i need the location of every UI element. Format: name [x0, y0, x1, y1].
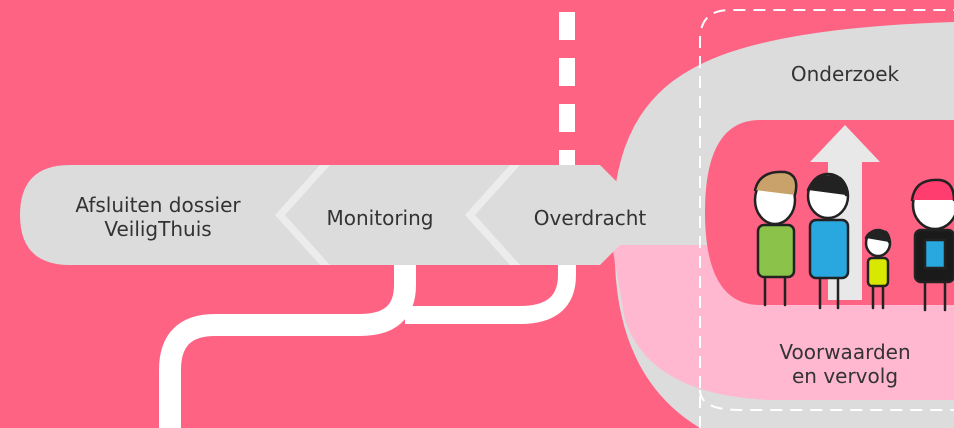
- chevron-separator-1: [275, 165, 330, 265]
- up-arrow-icon: [810, 125, 880, 300]
- step-monitoring: Monitoring: [326, 206, 434, 230]
- cycle-conditions: Voorwaarden en vervolg: [779, 340, 911, 388]
- step-close-dossier: Afsluiten dossier VeiligThuis: [75, 193, 241, 241]
- cycle-research: Onderzoek: [790, 62, 900, 86]
- chevron-separator-2: [465, 165, 520, 265]
- step-transfer: Overdracht: [533, 206, 647, 230]
- cycle-frame-bottom: [699, 389, 954, 411]
- white-path: [159, 260, 416, 428]
- white-connector: [405, 255, 576, 324]
- family-icon: [753, 170, 954, 312]
- cycle-frame: [699, 9, 954, 428]
